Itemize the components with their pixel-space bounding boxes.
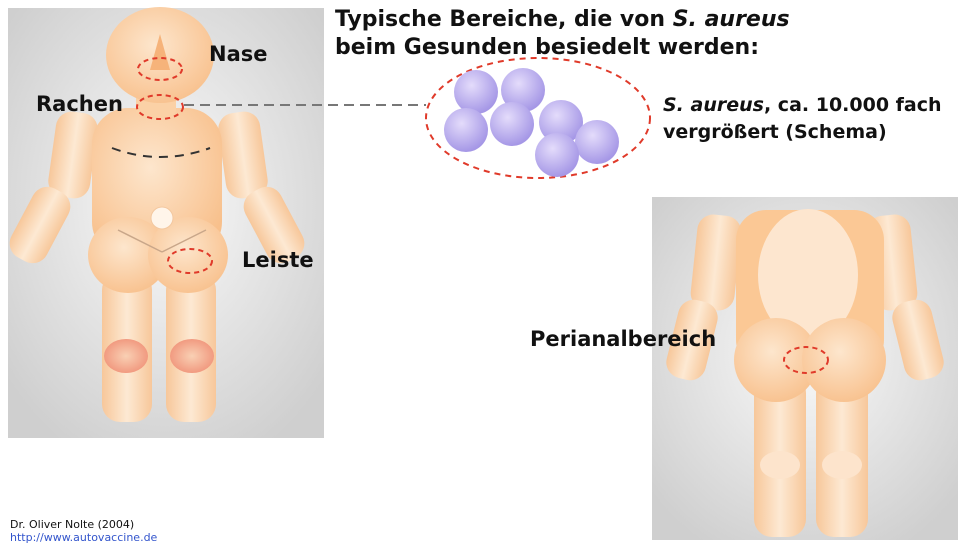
credit: Dr. Oliver Nolte (2004) http://www.autov… xyxy=(10,518,157,544)
label-nase: Nase xyxy=(209,42,268,66)
diagram-title: Typische Bereiche, die von S. aureus bei… xyxy=(335,6,790,62)
title-line1: Typische Bereiche, die von xyxy=(335,7,673,32)
credit-author: Dr. Oliver Nolte (2004) xyxy=(10,518,157,531)
credit-url[interactable]: http://www.autovaccine.de xyxy=(10,531,157,544)
bacteria-description: S. aureus, ca. 10.000 fach vergrößert (S… xyxy=(663,92,942,146)
bacteria-schema: vergrößert (Schema) xyxy=(663,119,942,146)
bacteria-species: S. aureus xyxy=(663,94,764,116)
title-species: S. aureus xyxy=(673,7,790,32)
label-perianal: Perianalbereich xyxy=(530,327,716,351)
bacteria-magnification: , ca. 10.000 fach xyxy=(764,94,942,116)
label-rachen: Rachen xyxy=(36,92,123,116)
bacteria-cocci xyxy=(444,68,619,177)
label-leiste: Leiste xyxy=(242,248,314,272)
title-line2: beim Gesunden besiedelt werden: xyxy=(335,34,790,62)
